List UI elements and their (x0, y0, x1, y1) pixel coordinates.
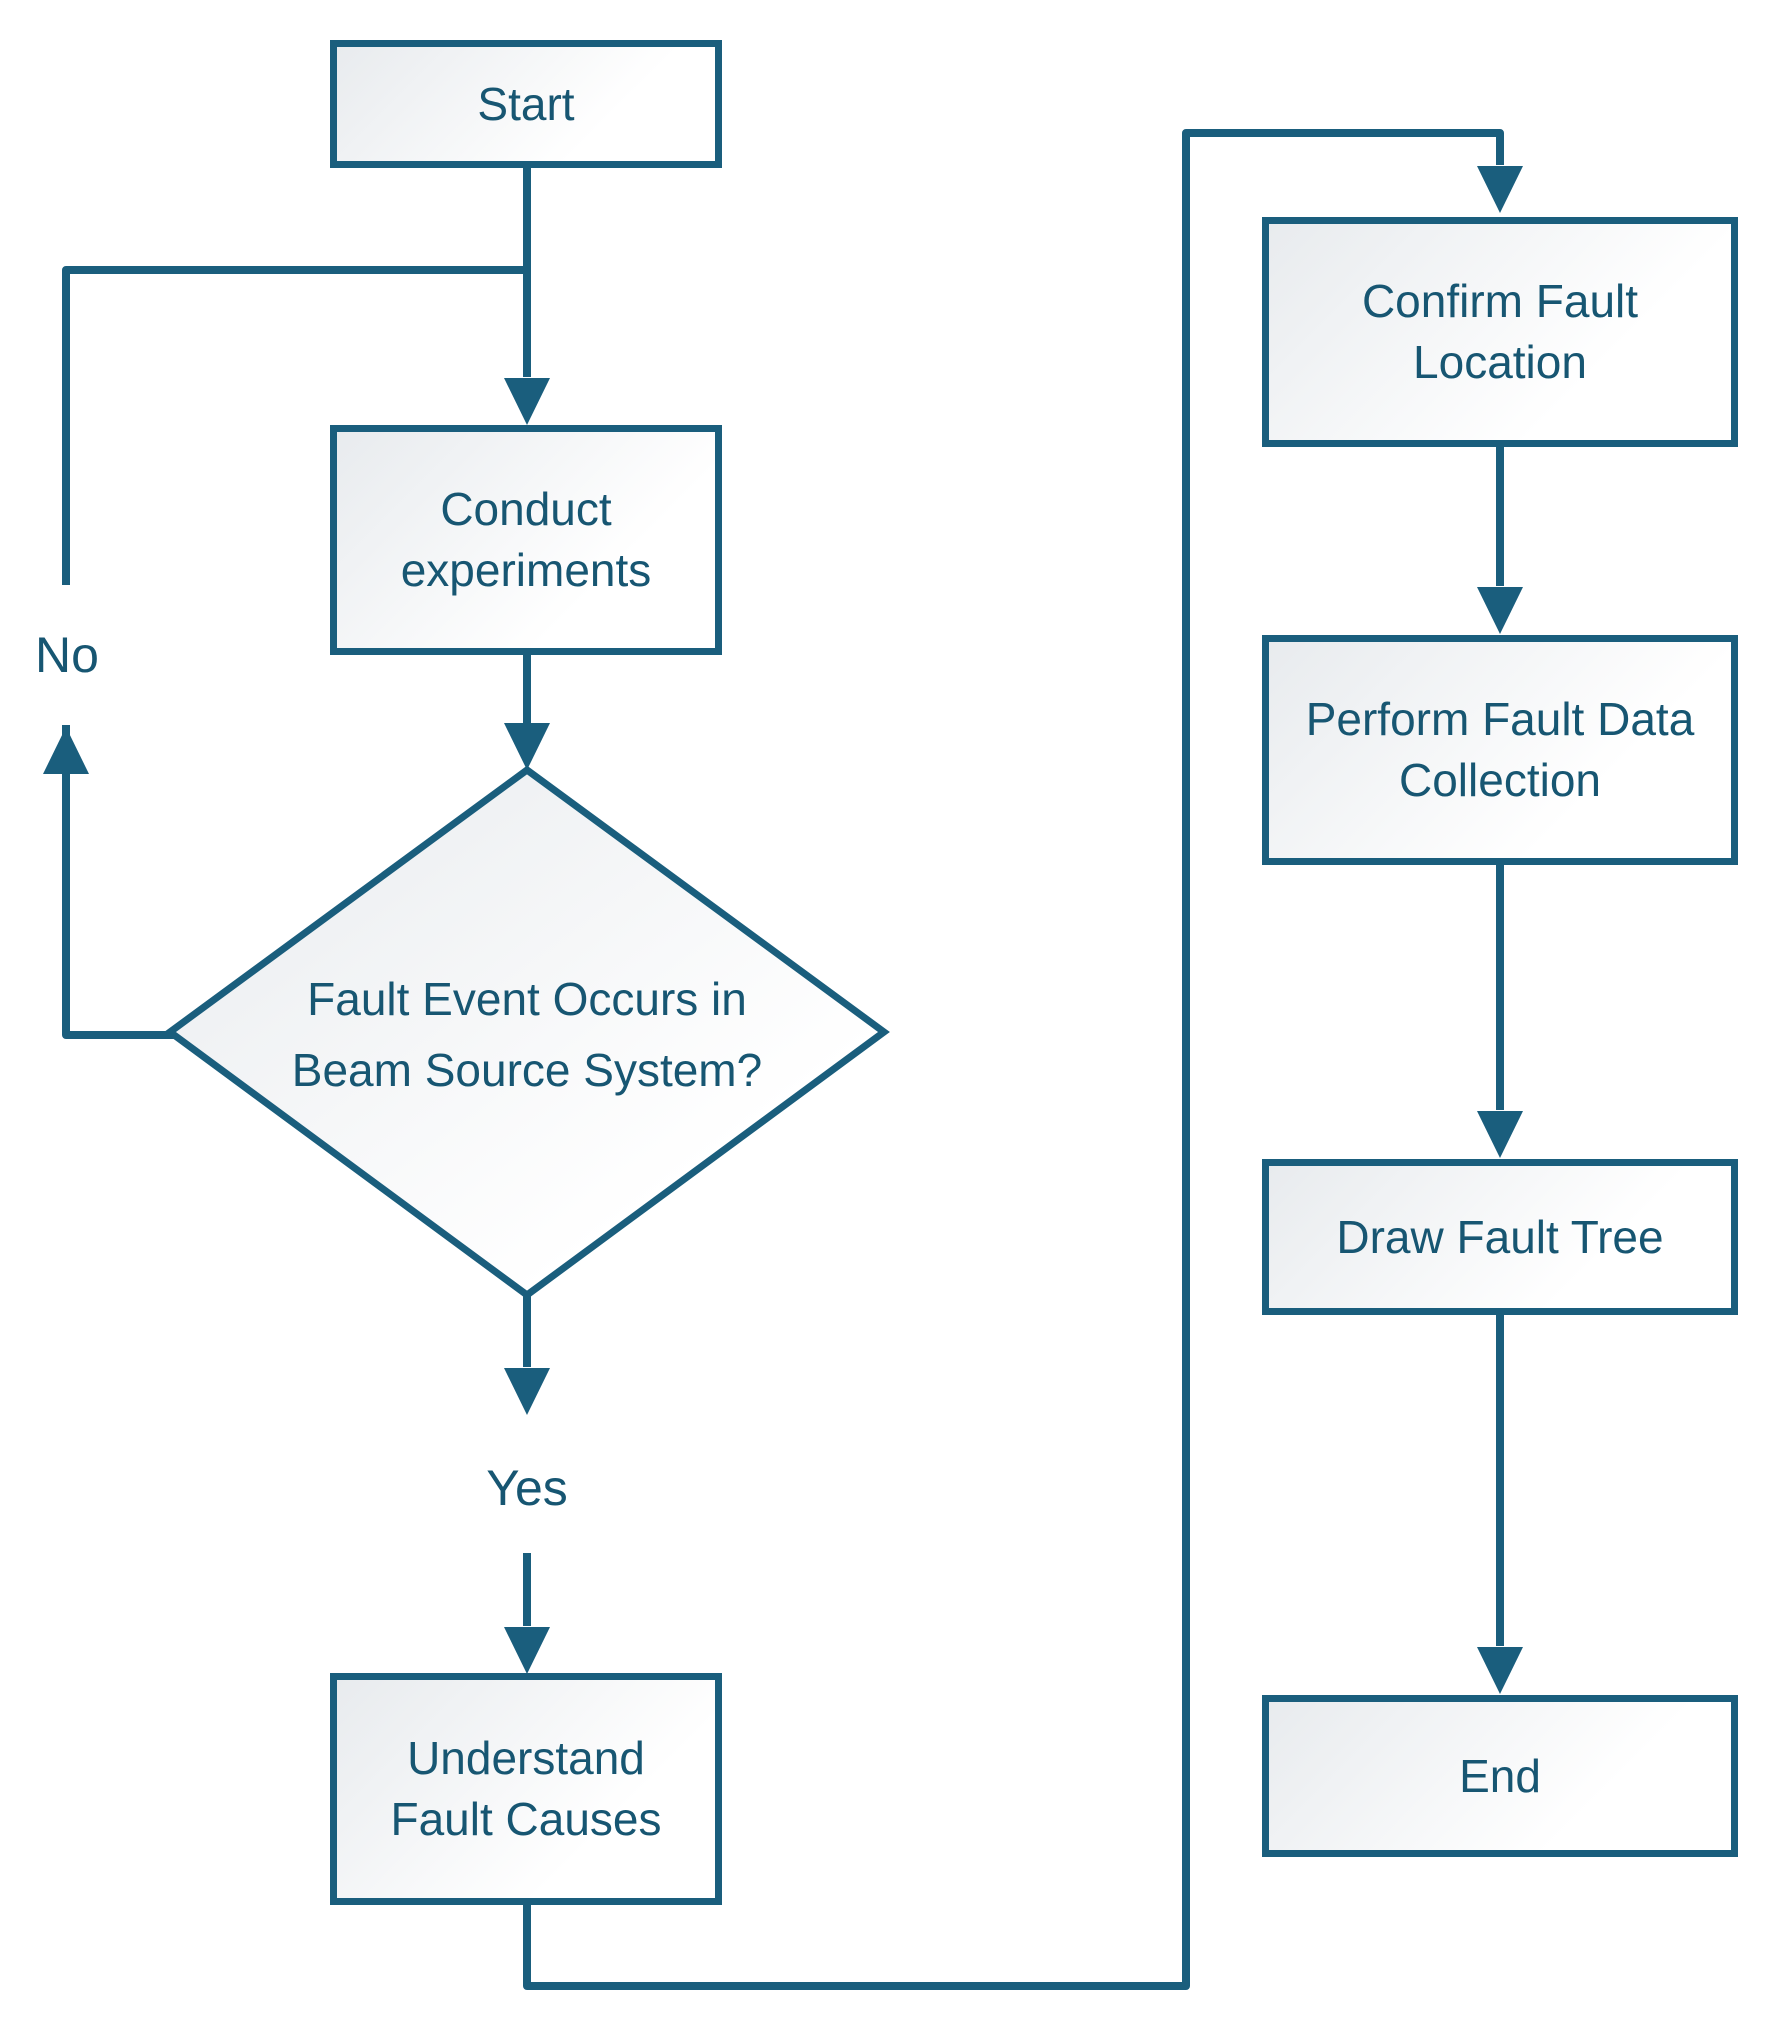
node-perform-fault-data-collection-label: Perform Fault Data Collection (1305, 693, 1695, 806)
edge-decision-yes-arrowhead-icon (504, 1368, 550, 1415)
edge-draw-end-arrowhead-icon (1477, 1647, 1523, 1694)
edge-yes-understand-arrowhead-icon (504, 1627, 550, 1674)
edge-conduct-decision-arrowhead-icon (504, 723, 550, 770)
node-start-label: Start (477, 77, 575, 130)
node-understand-fault-causes-label: Understand Fault Causes (390, 1732, 662, 1845)
node-start: Start (330, 40, 722, 168)
edge-understand-confirm-arrowhead-icon (1477, 166, 1523, 213)
node-draw-fault-tree: Draw Fault Tree (1262, 1159, 1738, 1315)
edge-no-loop-up-arrowhead-icon (43, 727, 89, 774)
edge-start-conduct-arrowhead-icon (504, 378, 550, 425)
node-confirm-fault-location-label: Confirm Fault Location (1361, 275, 1639, 388)
edge-label-yes: Yes (452, 1425, 602, 1550)
node-decision-label: Fault Event Occurs in Beam Source System… (291, 972, 763, 1096)
node-conduct-experiments-label: Conduct experiments (400, 483, 652, 596)
node-end: End (1262, 1695, 1738, 1857)
node-perform-fault-data-collection: Perform Fault Data Collection (1262, 635, 1738, 865)
edge-perform-draw-arrowhead-icon (1477, 1111, 1523, 1158)
node-end-label: End (1459, 1749, 1541, 1802)
node-conduct-experiments: Conduct experiments (330, 425, 722, 655)
node-confirm-fault-location: Confirm Fault Location (1262, 217, 1738, 447)
node-understand-fault-causes: Understand Fault Causes (330, 1673, 722, 1905)
node-draw-fault-tree-label: Draw Fault Tree (1336, 1210, 1664, 1263)
edge-confirm-perform-arrowhead-icon (1477, 587, 1523, 634)
edge-label-no: No (6, 585, 128, 725)
